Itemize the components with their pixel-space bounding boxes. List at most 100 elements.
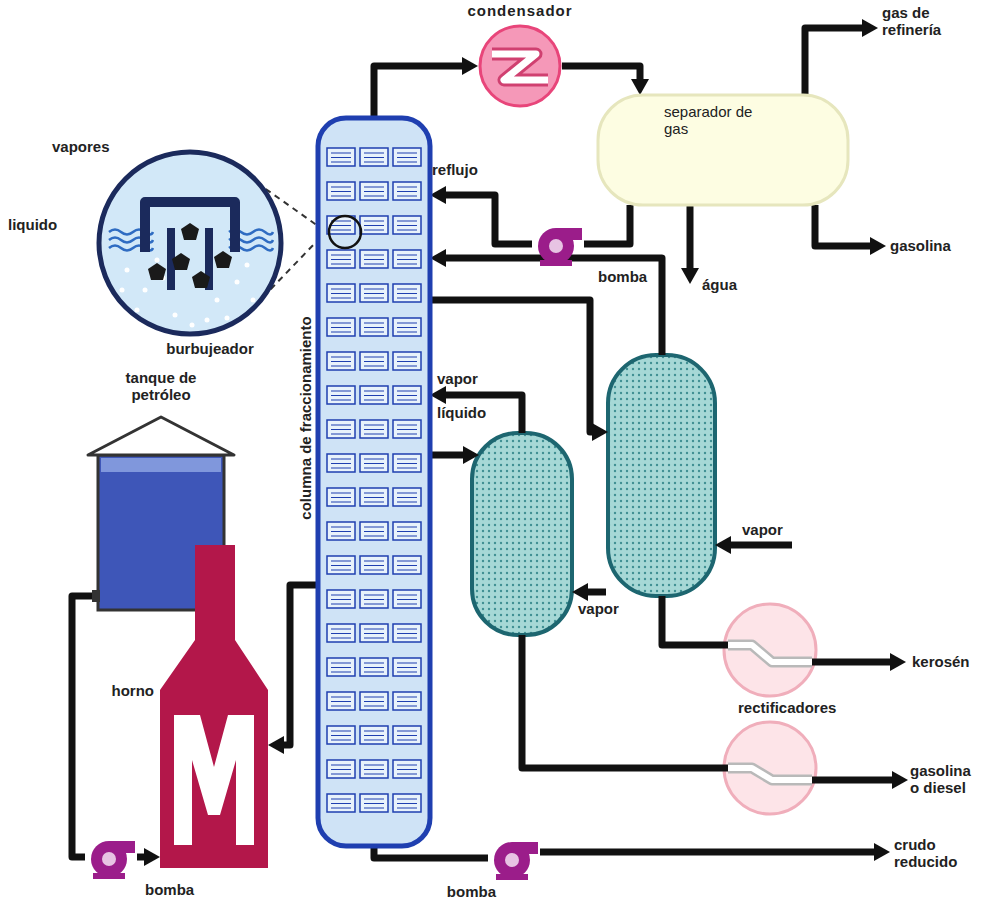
exchanger-tube [728,768,812,780]
detail-label: burbujeador [135,340,285,357]
tray-caps [397,799,417,808]
pipe [687,205,694,272]
column-tray [360,556,388,574]
pipe [805,28,866,95]
tray-caps [397,697,417,706]
column-tray [327,590,355,608]
furnace-body [160,545,268,868]
tray-caps [331,255,351,264]
column-tray [327,624,355,642]
bubble-cap-detail: burbujeador [97,150,283,336]
tray-caps [397,459,417,468]
column-tray [360,692,388,710]
pump-hub [549,239,563,253]
column-tray [327,760,355,778]
pump-symbol: bomba [488,836,540,880]
stream-label: kerosén [912,653,996,670]
vapor-bubble [181,223,199,240]
pipe [442,258,662,355]
column-tray [327,658,355,676]
stripper-vessel [472,433,572,635]
column-tray [327,488,355,506]
tray-caps [397,425,417,434]
stream-label: vapor [742,521,802,538]
pipe-connector [72,596,98,857]
condenser-shape [478,24,562,108]
column-tray [393,726,421,744]
stream-label: crudo reducido [894,836,990,870]
tray-caps [364,561,384,570]
pump-base [93,873,125,879]
furnace: horno [160,545,268,868]
tray-caps [364,187,384,196]
stream-label: vapor [578,600,638,617]
column-tray [327,794,355,812]
pipes [430,28,896,852]
tray-caps [397,527,417,536]
pipe-connector [584,205,630,244]
pipe [815,205,874,246]
column-tray [360,522,388,540]
column-tray [360,250,388,268]
condenser-coil [492,54,548,80]
condenser: condensador [478,24,562,108]
tray-caps [397,187,417,196]
tray-caps [331,357,351,366]
vapor-bubble [192,271,210,288]
pump-outlet [109,841,135,853]
column-shell [318,118,430,846]
tray-caps [397,289,417,298]
tray-caps [397,221,417,230]
bubble-dot [125,268,130,273]
detail-shape [97,150,283,336]
furnace-shape [160,545,268,868]
column-tray [360,590,388,608]
tray-caps [331,459,351,468]
part-label: rectificadores [738,699,868,716]
tank-nozzle [92,590,100,602]
column-tray [360,454,388,472]
bubble-dot [135,308,140,313]
detail-circle [99,152,281,334]
tray-caps [364,629,384,638]
tray-caps [331,799,351,808]
column-tray [327,522,355,540]
tray-caps [397,391,417,400]
tray-caps [364,595,384,604]
tray-caps [397,663,417,672]
tray-caps [364,493,384,502]
bubble-dot [235,280,240,285]
furnace-label: horno [100,682,154,699]
pipe [584,589,606,596]
tray-caps [397,153,417,162]
callout-label: liquido [8,216,88,233]
tray-caps [331,663,351,672]
tray-caps [331,391,351,400]
furnace-mark [174,715,254,845]
pump-shape [488,836,540,880]
column-tray [393,522,421,540]
tray-caps [364,289,384,298]
column-tray [393,590,421,608]
heat-exchanger [724,604,816,696]
column-tray [327,352,355,370]
column-tray [360,318,388,336]
stream-label: água [702,276,762,293]
column-tray [393,794,421,812]
condenser-label: condensador [440,2,600,19]
column-tray [393,352,421,370]
tray-caps [331,187,351,196]
tray-caps [364,255,384,264]
pump-shape [532,222,584,266]
pump-symbol: bomba [532,222,584,266]
pump-label: bomba [598,268,662,285]
pipe [430,452,467,459]
column-tray [360,726,388,744]
tray-caps [331,629,351,638]
pipe [810,777,896,784]
tray-caps [364,425,384,434]
pipe [522,635,730,768]
tray-caps [331,289,351,298]
tray-caps [364,153,384,162]
stream-label: líquido [437,404,507,421]
